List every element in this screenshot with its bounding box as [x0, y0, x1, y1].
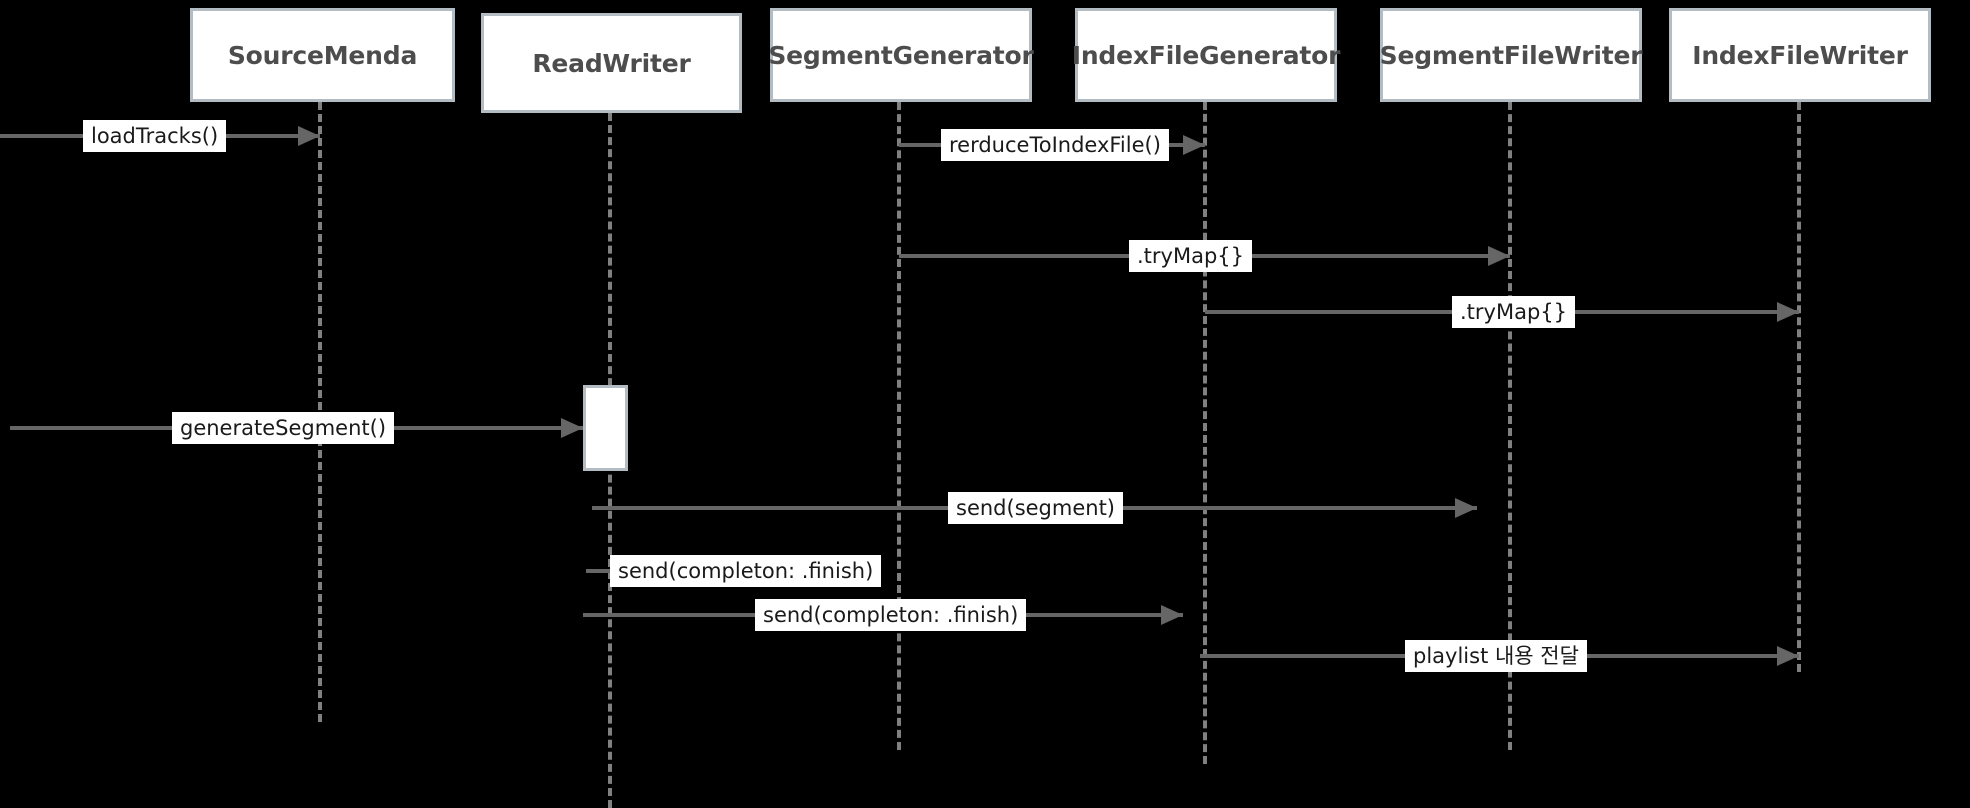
message-send-completion-finish-segment-generator: send(completon: .finish) — [586, 555, 882, 587]
participant-label: IndexFileWriter — [1692, 40, 1908, 70]
arrowhead-icon — [561, 418, 583, 438]
arrowhead-icon — [1183, 135, 1205, 155]
message-send-completion-finish-index-file-generator: send(completon: .finish) — [583, 599, 1183, 631]
activation-bar-read-writer — [583, 385, 628, 471]
message-try-map-segment: .tryMap{} — [899, 240, 1510, 272]
arrowhead-icon — [1161, 605, 1183, 625]
participant-label: SegmentGenerator — [768, 40, 1034, 70]
message-send-segment: send(segment) — [592, 492, 1477, 524]
participant-box-read-writer[interactable]: ReadWriter — [481, 13, 742, 113]
message-try-map-index: .tryMap{} — [1205, 296, 1799, 328]
participant-box-segment-file-writer[interactable]: SegmentFileWriter — [1379, 8, 1643, 102]
message-playlist-content-delivery: playlist 내용 전달 — [1200, 640, 1799, 672]
lifeline-segment-file-writer — [1508, 102, 1512, 750]
participant-label: SegmentFileWriter — [1379, 40, 1643, 70]
message-label-send-completion-finish-index-file-generator: send(completon: .finish) — [755, 599, 1027, 631]
lifeline-index-file-writer — [1797, 102, 1801, 672]
arrowhead-icon — [298, 126, 320, 146]
arrowhead-icon — [1777, 646, 1799, 666]
message-label-send-completion-finish-segment-generator: send(completon: .finish) — [610, 555, 882, 587]
lifeline-index-file-generator — [1203, 102, 1207, 764]
participant-label: ReadWriter — [532, 48, 691, 78]
message-label-try-map-segment: .tryMap{} — [1129, 240, 1253, 272]
message-label-generate-segment: generateSegment() — [172, 412, 395, 444]
participant-box-index-file-writer[interactable]: IndexFileWriter — [1669, 8, 1931, 102]
message-label-playlist-content-delivery: playlist 내용 전달 — [1405, 640, 1587, 672]
lifeline-segment-generator — [897, 102, 901, 750]
arrowhead-icon — [1455, 498, 1477, 518]
participant-box-segment-generator[interactable]: SegmentGenerator — [768, 8, 1034, 102]
participant-label: IndexFileGenerator — [1071, 40, 1341, 70]
message-label-send-segment: send(segment) — [948, 492, 1123, 524]
message-load-tracks: loadTracks() — [0, 120, 320, 152]
arrowhead-icon — [1777, 302, 1799, 322]
message-generate-segment: generateSegment() — [10, 412, 583, 444]
message-label-try-map-index: .tryMap{} — [1452, 296, 1576, 328]
participant-label: SourceMenda — [227, 40, 418, 70]
participant-box-source-menda[interactable]: SourceMenda — [190, 8, 455, 102]
participant-box-index-file-generator[interactable]: IndexFileGenerator — [1072, 8, 1340, 102]
arrowhead-icon — [1488, 246, 1510, 266]
message-rerduce-to-index-file: rerduceToIndexFile() — [899, 129, 1205, 161]
message-label-load-tracks: loadTracks() — [83, 120, 227, 152]
message-label-rerduce-to-index-file: rerduceToIndexFile() — [941, 129, 1169, 161]
